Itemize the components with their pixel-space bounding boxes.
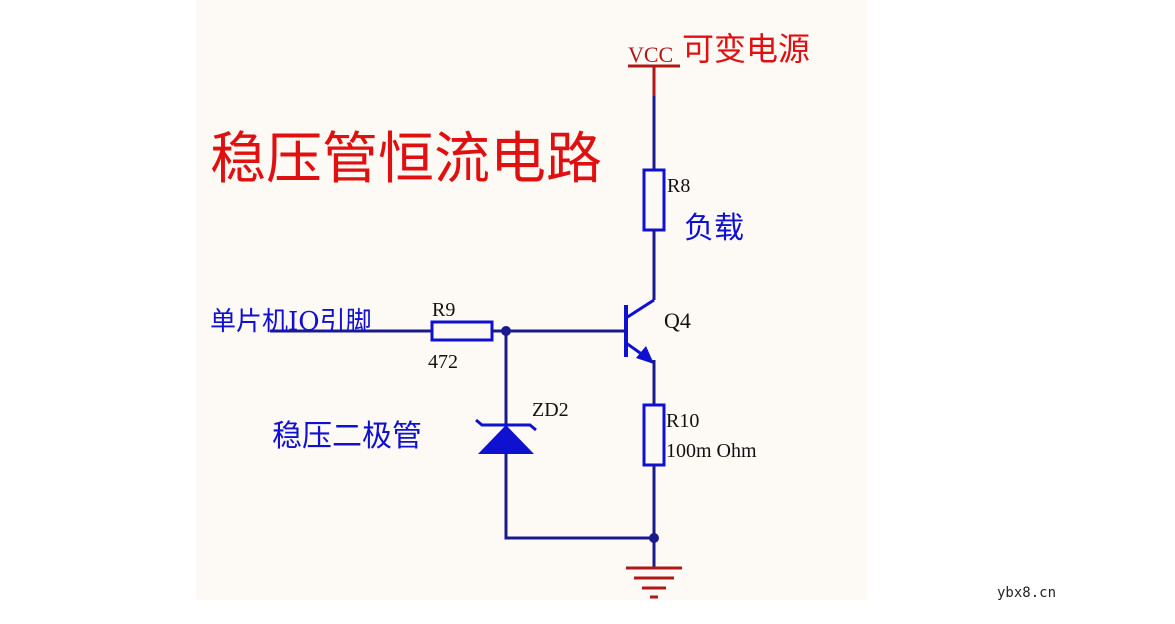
ground-symbol — [626, 566, 682, 599]
r9-value: 472 — [428, 351, 458, 373]
vcc-label: VCC — [628, 42, 673, 67]
zd2-ref: ZD2 — [532, 399, 569, 421]
zener-diode-zd2 — [475, 418, 537, 454]
r9-ref: R9 — [432, 299, 455, 321]
r10-ref: R10 — [666, 410, 699, 432]
r10-value: 100m Ohm — [666, 440, 757, 462]
junction-ground-node — [649, 533, 659, 543]
zd2-note: 稳压二极管 — [272, 419, 422, 454]
diagram-panel — [196, 0, 867, 600]
q4-ref: Q4 — [664, 308, 691, 333]
diagram-title: 稳压管恒流电路 — [210, 127, 602, 192]
r8-note: 负载 — [684, 211, 744, 246]
vcc-note: 可变电源 — [682, 30, 810, 68]
watermark: ybx8.cn — [997, 585, 1057, 601]
input-label: 单片机IO引脚 — [210, 307, 372, 337]
wire-zener-ground — [504, 454, 654, 540]
vcc-symbol — [628, 64, 680, 96]
r8-ref: R8 — [667, 175, 690, 197]
